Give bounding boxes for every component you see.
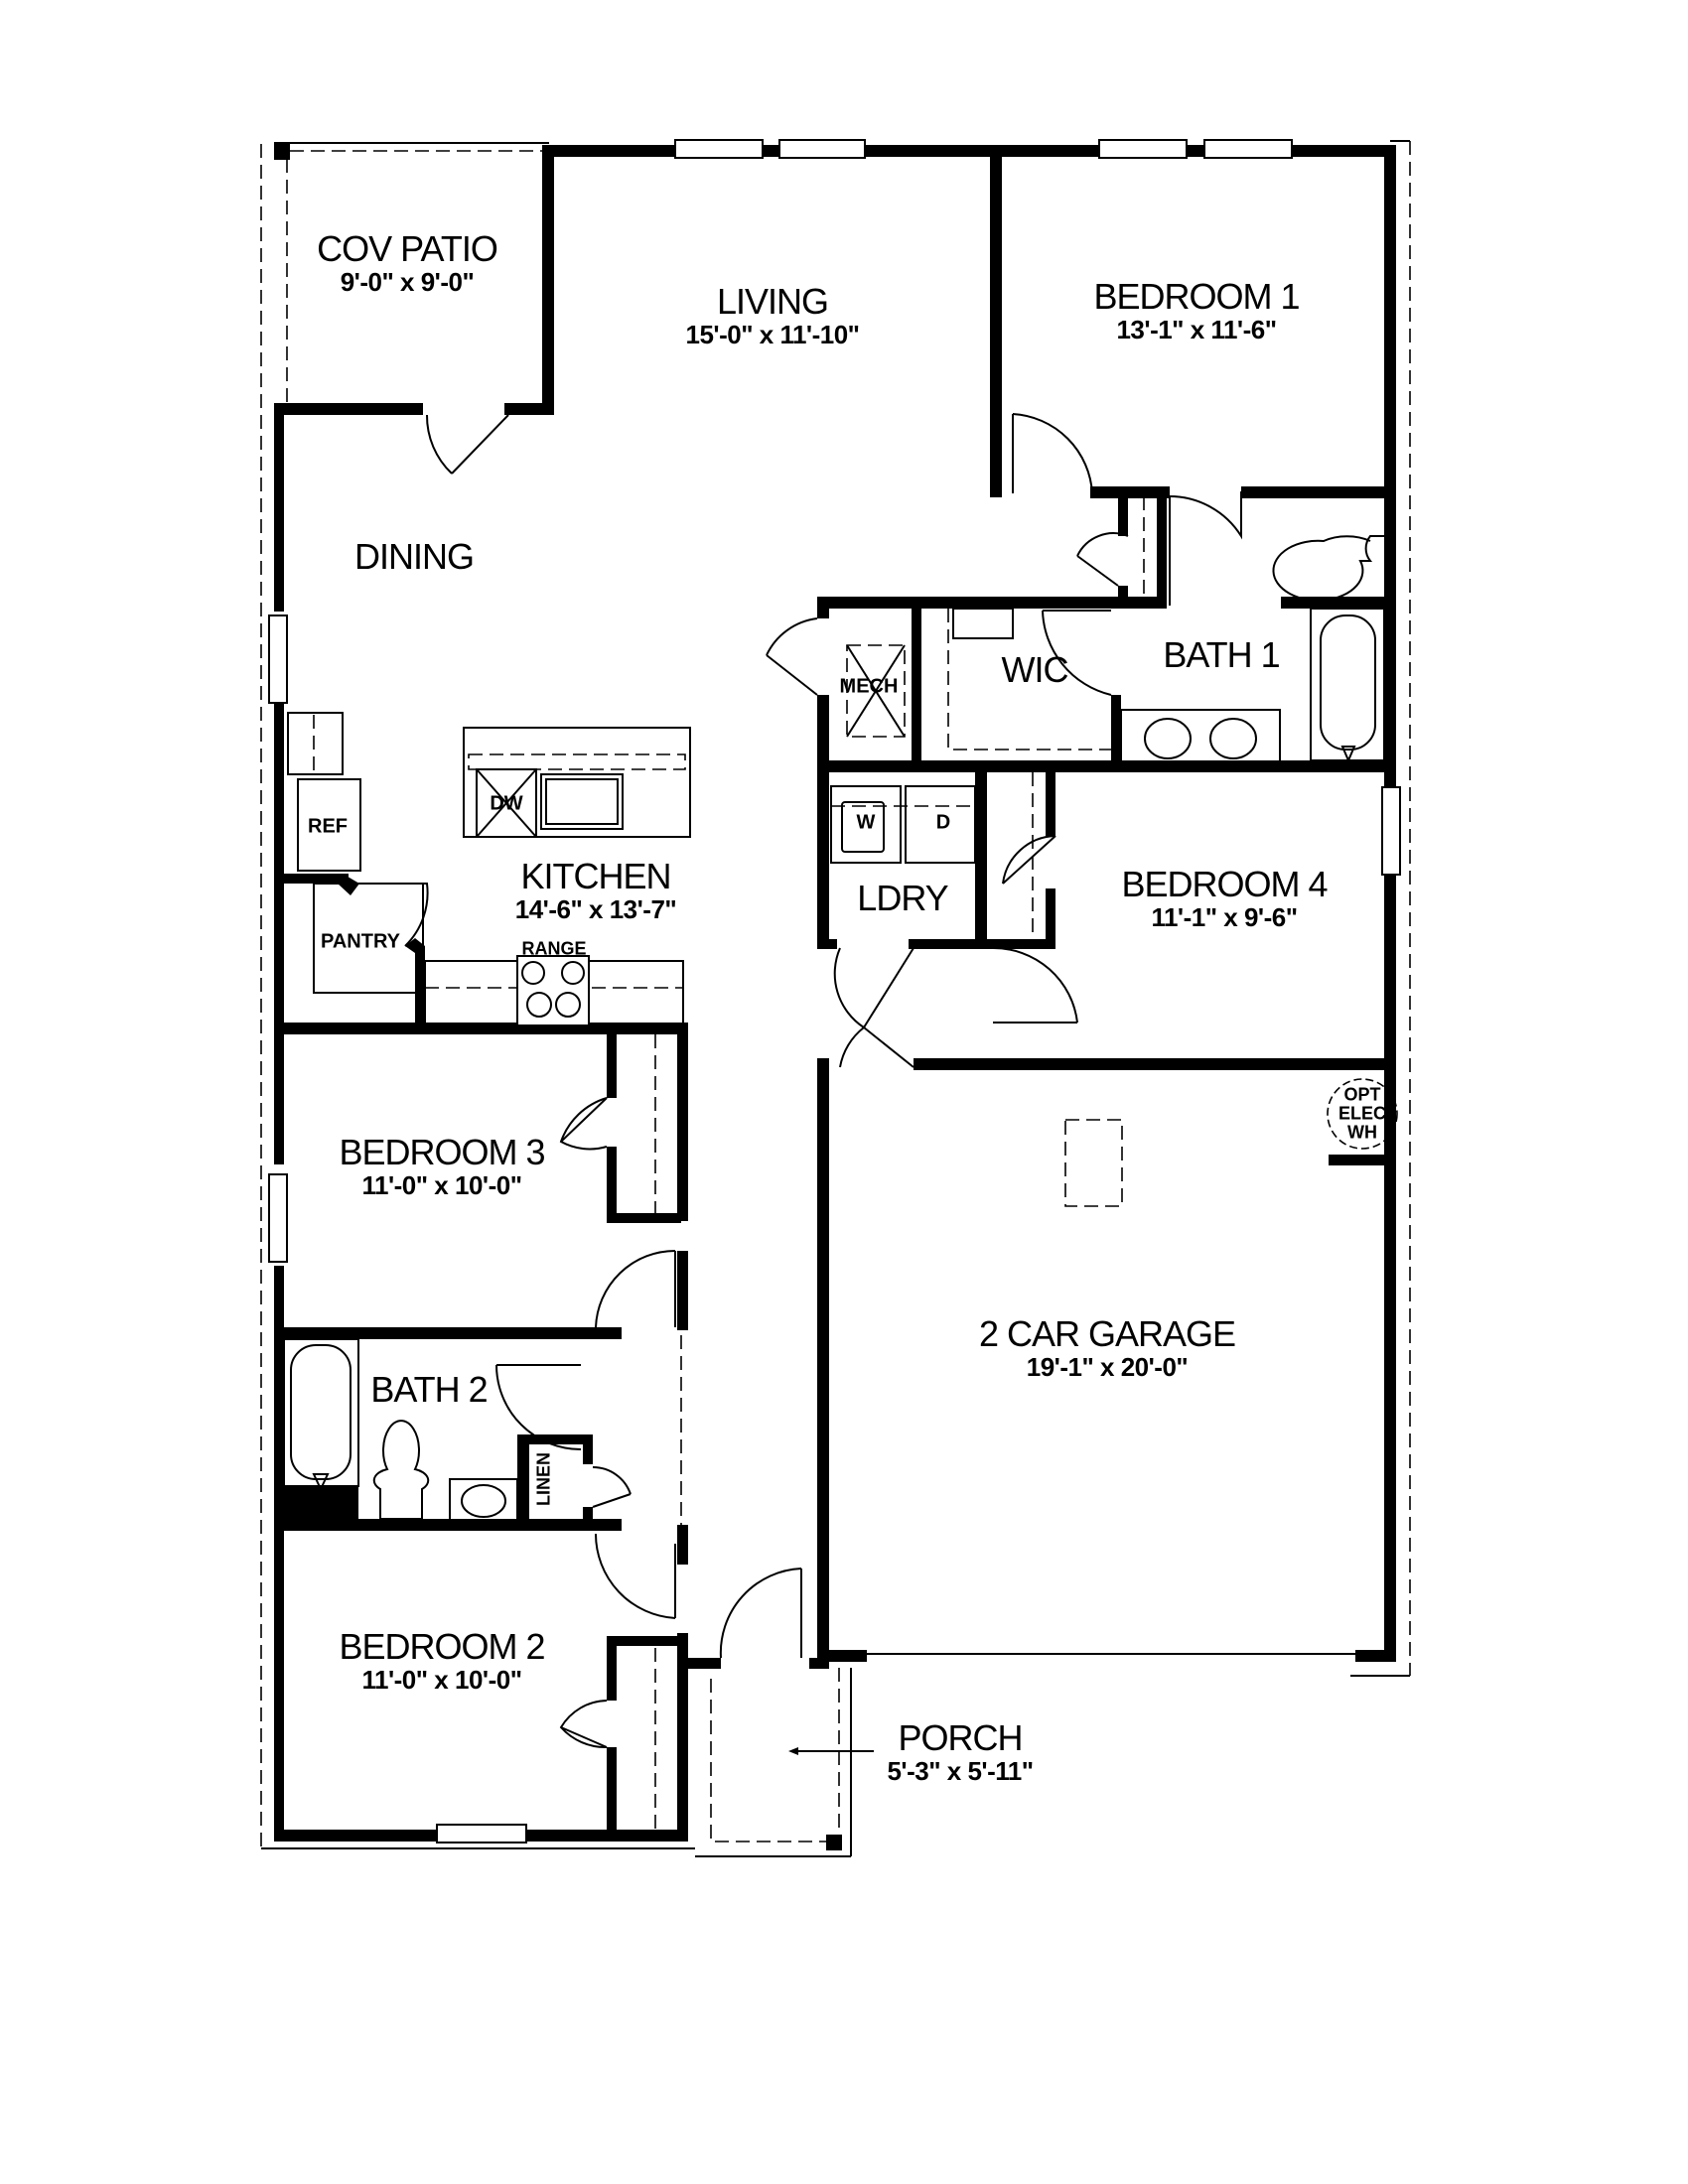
bath1-fixtures <box>1120 535 1385 767</box>
room-dims: 14'-6" x 13'-7" <box>514 894 677 924</box>
bath2-label: BATH 2 <box>370 1369 488 1410</box>
room-dims: 11'-0" x 10'-0" <box>361 1665 522 1695</box>
room-dims: 13'-1" x 11'-6" <box>1116 315 1277 344</box>
windows <box>268 139 1401 1843</box>
bath1-label: BATH 1 <box>1163 634 1280 675</box>
room-dims: 15'-0" x 11'-10" <box>685 320 860 349</box>
porch-outline <box>695 1668 874 1857</box>
room-name: BEDROOM 4 <box>1121 864 1328 904</box>
garage-label: 2 CAR GARAGE 19'-1" x 20'-0" <box>978 1313 1236 1382</box>
room-name: BEDROOM 2 <box>339 1626 545 1667</box>
wic-label: WIC <box>1001 649 1069 690</box>
mech-unit <box>846 644 906 738</box>
bedroom1-label: BEDROOM 1 13'-1" x 11'-6" <box>1093 276 1300 344</box>
room-name: COV PATIO <box>317 228 498 269</box>
kitchen-fixtures <box>287 712 691 1026</box>
bedroom4-label: BEDROOM 4 11'-1" x 9'-6" <box>1121 864 1328 932</box>
ldry-label: LDRY <box>857 878 948 918</box>
closet-shelves <box>654 496 1145 1830</box>
laundry-fixtures <box>830 785 976 864</box>
room-dims: 5'-3" x 5'-11" <box>887 1756 1034 1786</box>
room-name: DINING <box>354 536 475 577</box>
wh-line-1: OPT <box>1343 1084 1381 1105</box>
room-name: LIVING <box>716 281 829 322</box>
room-name: BEDROOM 1 <box>1093 276 1300 317</box>
range-label: RANGE <box>521 938 587 959</box>
dw-label: DW <box>490 792 523 815</box>
linen-label: LINEN <box>533 1452 554 1506</box>
room-name: BEDROOM 3 <box>339 1132 545 1172</box>
pantry-label: PANTRY <box>321 930 400 953</box>
bath2-fixtures <box>283 1335 682 1549</box>
washer-label: W <box>856 811 876 834</box>
room-name: 2 CAR GARAGE <box>978 1313 1236 1354</box>
kitchen-label: KITCHEN 14'-6" x 13'-7" <box>514 856 677 924</box>
mech-label: MECH <box>839 675 899 698</box>
porch-label: PORCH 5'-3" x 5'-11" <box>887 1717 1034 1786</box>
dryer-label: D <box>935 811 951 834</box>
wh-line-3: WH <box>1346 1122 1377 1143</box>
living-label: LIVING 15'-0" x 11'-10" <box>685 281 860 349</box>
wh-line-2: ELEC <box>1337 1103 1387 1124</box>
walls <box>274 145 1396 1842</box>
room-dims: 19'-1" x 20'-0" <box>1026 1352 1189 1382</box>
bedroom2-label: BEDROOM 2 11'-0" x 10'-0" <box>339 1626 545 1695</box>
attic-hatch <box>1064 1119 1123 1207</box>
cov-patio-edge <box>274 142 549 410</box>
water-heater-label: OPT ELEC WH <box>1337 1084 1387 1143</box>
water-heater <box>1327 1078 1398 1150</box>
room-name: KITCHEN <box>520 856 671 896</box>
exterior-outline <box>260 140 1411 1849</box>
room-dims: 11'-1" x 9'-6" <box>1151 902 1298 932</box>
room-dims: 11'-0" x 10'-0" <box>361 1170 522 1200</box>
doors <box>359 413 1242 1749</box>
ref-label: REF <box>308 815 348 838</box>
cov-patio-label: COV PATIO 9'-0" x 9'-0" <box>317 228 498 297</box>
room-dims: 9'-0" x 9'-0" <box>340 267 475 297</box>
bedroom3-label: BEDROOM 3 11'-0" x 10'-0" <box>339 1132 545 1200</box>
room-name: PORCH <box>898 1717 1023 1758</box>
dining-label: DINING <box>354 536 475 577</box>
